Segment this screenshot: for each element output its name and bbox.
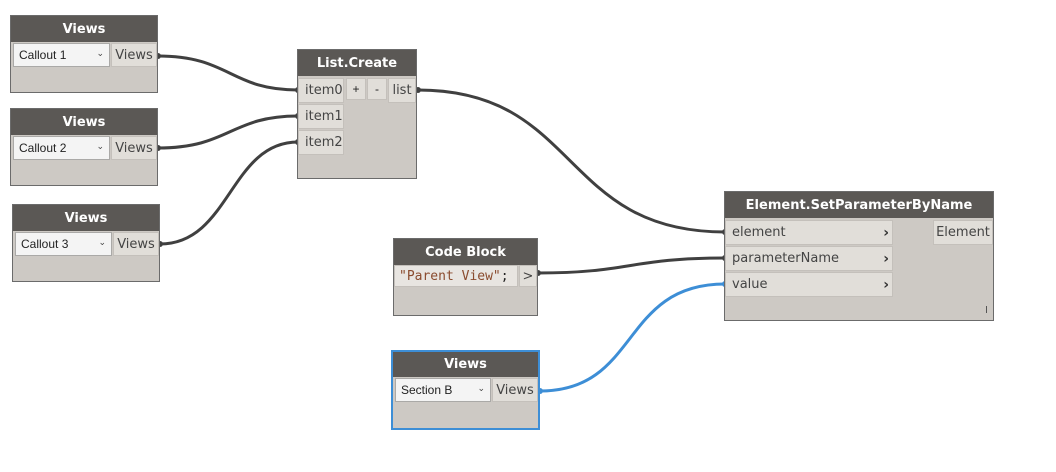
chevron-down-icon: ⌄ bbox=[477, 383, 485, 393]
output-port-list[interactable]: list bbox=[388, 78, 416, 103]
views-node-4[interactable]: Views Section B ⌄ Views bbox=[391, 350, 540, 430]
views-node-3[interactable]: Views Callout 3 ⌄ Views bbox=[12, 204, 160, 282]
port-label: element bbox=[732, 225, 786, 240]
port-label: value bbox=[732, 277, 768, 292]
wire-views3-to-item2[interactable] bbox=[159, 140, 299, 246]
chevron-right-icon: › bbox=[883, 277, 889, 293]
dropdown-value: Callout 1 bbox=[19, 48, 67, 62]
chevron-right-icon: › bbox=[883, 251, 889, 267]
dropdown-value: Callout 3 bbox=[21, 237, 69, 251]
wire-code-to-parametername[interactable] bbox=[537, 256, 726, 275]
output-port-views[interactable]: Views bbox=[111, 43, 157, 67]
output-port-views[interactable]: Views bbox=[113, 232, 159, 256]
input-port-parametername[interactable]: parameterName › bbox=[725, 246, 893, 271]
node-title: Views bbox=[11, 16, 157, 42]
dropdown-value: Section B bbox=[401, 383, 453, 397]
remove-input-button[interactable]: - bbox=[367, 78, 387, 100]
node-title: Views bbox=[393, 352, 538, 377]
list-create-node[interactable]: List.Create item0 item1 item2 + - list bbox=[297, 49, 417, 179]
lacing-marker-icon bbox=[986, 306, 987, 313]
wire-views1-to-item0[interactable] bbox=[157, 54, 299, 92]
input-port-item2[interactable]: item2 bbox=[298, 130, 344, 155]
input-port-element[interactable]: element › bbox=[725, 220, 893, 245]
code-editor[interactable]: "Parent View"; bbox=[394, 265, 518, 287]
set-parameter-node[interactable]: Element.SetParameterByName element › par… bbox=[724, 191, 994, 321]
node-title: List.Create bbox=[298, 50, 416, 76]
input-port-value[interactable]: value › bbox=[725, 272, 893, 297]
node-title: Views bbox=[11, 109, 157, 135]
views-dropdown[interactable]: Section B ⌄ bbox=[395, 378, 491, 402]
views-dropdown[interactable]: Callout 1 ⌄ bbox=[13, 43, 110, 67]
input-port-item0[interactable]: item0 bbox=[298, 78, 344, 103]
code-string: "Parent View" bbox=[399, 268, 501, 284]
chevron-down-icon: ⌄ bbox=[98, 237, 106, 247]
wire-views4-to-value[interactable] bbox=[539, 282, 726, 393]
node-title: Element.SetParameterByName bbox=[725, 192, 993, 218]
input-port-item1[interactable]: item1 bbox=[298, 104, 344, 129]
output-port-element[interactable]: Element bbox=[933, 220, 993, 245]
chevron-right-icon: › bbox=[883, 225, 889, 241]
add-input-button[interactable]: + bbox=[346, 78, 366, 100]
node-title: Views bbox=[13, 205, 159, 231]
views-node-1[interactable]: Views Callout 1 ⌄ Views bbox=[10, 15, 158, 93]
wire-list-to-element[interactable] bbox=[417, 88, 726, 234]
port-label: parameterName bbox=[732, 251, 839, 266]
wire-views2-to-item1[interactable] bbox=[157, 114, 299, 150]
code-block-node[interactable]: Code Block "Parent View"; > bbox=[393, 238, 538, 316]
output-port-views[interactable]: Views bbox=[492, 378, 538, 402]
views-dropdown[interactable]: Callout 3 ⌄ bbox=[15, 232, 112, 256]
output-port-code[interactable]: > bbox=[519, 265, 537, 287]
code-terminator: ; bbox=[500, 268, 509, 284]
views-dropdown[interactable]: Callout 2 ⌄ bbox=[13, 136, 110, 160]
views-node-2[interactable]: Views Callout 2 ⌄ Views bbox=[10, 108, 158, 186]
chevron-down-icon: ⌄ bbox=[96, 48, 104, 58]
chevron-down-icon: ⌄ bbox=[96, 141, 104, 151]
output-port-views[interactable]: Views bbox=[111, 136, 157, 160]
dropdown-value: Callout 2 bbox=[19, 141, 67, 155]
node-title: Code Block bbox=[394, 239, 537, 265]
